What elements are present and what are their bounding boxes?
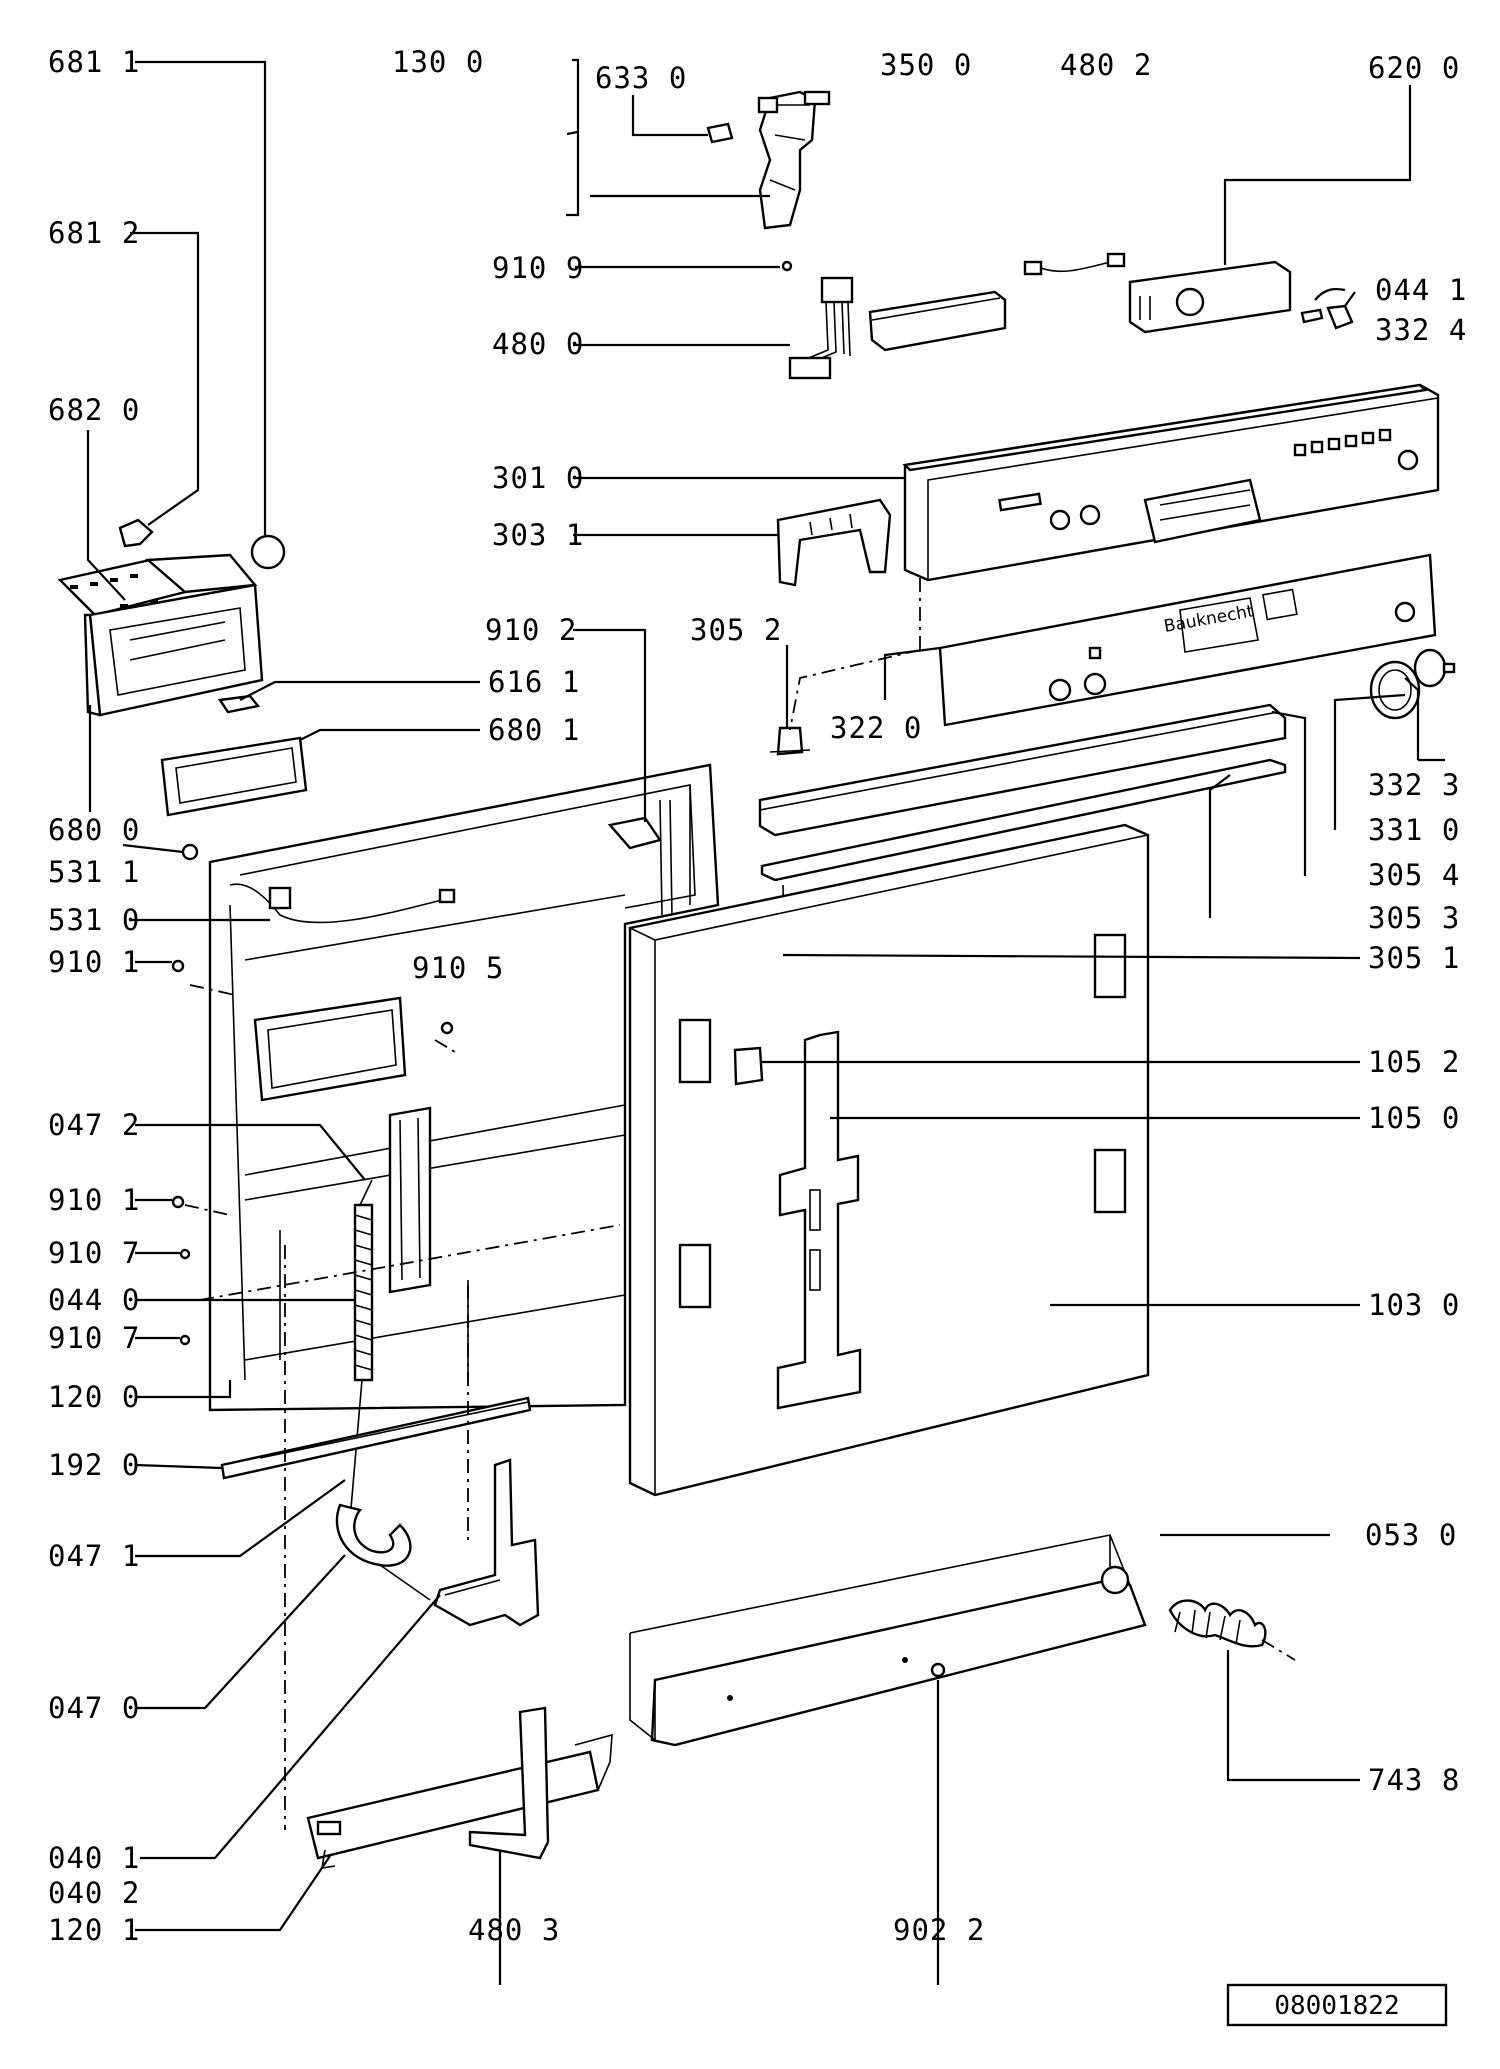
rail-305-4 xyxy=(758,703,1287,837)
callout-047-1: 047 1 xyxy=(48,1539,140,1573)
callout-910-2: 910 2 xyxy=(485,613,577,647)
callout-305-4: 305 4 xyxy=(1368,858,1460,892)
lock-plate-105-0 xyxy=(776,1030,862,1410)
part-681-1 xyxy=(250,534,286,570)
hinge-047-1 xyxy=(335,1503,431,1601)
control-panel-301-0 xyxy=(902,383,1440,582)
callout-120-0: 120 0 xyxy=(48,1380,140,1414)
callout-680-0: 680 0 xyxy=(48,813,140,847)
callout-633-0: 633 0 xyxy=(595,61,687,95)
bracket-910-2 xyxy=(607,816,662,850)
callout-480-0: 480 0 xyxy=(492,327,584,361)
callout-130-0: 130 0 xyxy=(392,45,484,79)
callout-120-1: 120 1 xyxy=(48,1913,140,1947)
programmer-module-620-0 xyxy=(1128,260,1292,334)
callout-044-1: 044 1 xyxy=(1375,273,1467,307)
knob-332-3 xyxy=(1413,648,1456,688)
callout-531-1: 531 1 xyxy=(48,855,140,889)
callout-910-7: 910 7 xyxy=(48,1321,140,1355)
callout-301-0: 301 0 xyxy=(492,461,584,495)
callout-682-0: 682 0 xyxy=(48,393,140,427)
screw-910-1a xyxy=(171,959,185,973)
callout-616-1: 616 1 xyxy=(488,665,580,699)
leader-lines xyxy=(86,58,1445,1985)
bottom-bracket-053-0 xyxy=(629,1534,1147,1747)
reference-number: 08001822 xyxy=(1274,1991,1399,2021)
part-681-2 xyxy=(118,518,154,548)
callout-047-0: 047 0 xyxy=(48,1691,140,1725)
foot-480-3 xyxy=(468,1706,550,1860)
callout-322-0: 322 0 xyxy=(830,711,922,745)
callout-620-0: 620 0 xyxy=(1368,51,1460,85)
detergent-dispenser-680-0 xyxy=(57,553,264,717)
callout-480-3: 480 3 xyxy=(468,1913,560,1947)
callout-681-2: 681 2 xyxy=(48,216,140,250)
callout-910-5: 910 5 xyxy=(412,951,504,985)
strip-192-0 xyxy=(220,1396,532,1480)
callout-305-3: 305 3 xyxy=(1368,901,1460,935)
wiring-harness-480-0 xyxy=(788,276,854,380)
callout-040-2: 040 2 xyxy=(48,1876,140,1910)
window-frame xyxy=(253,996,407,1102)
callout-910-1: 910 1 xyxy=(48,945,140,979)
screw-910-9 xyxy=(781,260,793,272)
callout-105-0: 105 0 xyxy=(1368,1101,1460,1135)
callout-681-1: 681 1 xyxy=(48,45,140,79)
screw-910-7a xyxy=(179,1248,191,1260)
nut-902-2 xyxy=(930,1662,946,1678)
callout-480-2: 480 2 xyxy=(1060,48,1152,82)
callout-044-0: 044 0 xyxy=(48,1283,140,1317)
callout-053-0: 053 0 xyxy=(1365,1518,1457,1552)
bracket-303-1 xyxy=(776,498,892,587)
callout-350-0: 350 0 xyxy=(880,48,972,82)
callout-531-0: 531 0 xyxy=(48,903,140,937)
switch-531-0 xyxy=(268,886,292,910)
callout-105-2: 105 2 xyxy=(1368,1045,1460,1079)
callout-192-0: 192 0 xyxy=(48,1448,140,1482)
nut-531-1 xyxy=(181,843,199,861)
callout-305-2: 305 2 xyxy=(690,613,782,647)
catch-105-2 xyxy=(733,1046,764,1086)
gasket-680-1 xyxy=(160,736,308,817)
callout-103-0: 103 0 xyxy=(1368,1288,1460,1322)
callout-902-2: 902 2 xyxy=(893,1913,985,1947)
callout-332-3: 332 3 xyxy=(1368,768,1460,802)
part-616-1 xyxy=(217,694,261,714)
spring-044-0 xyxy=(349,1179,374,1521)
callout-331-0: 331 0 xyxy=(1368,813,1460,847)
hinge-plate-040-1 xyxy=(433,1458,540,1627)
screw-910-1b xyxy=(171,1195,185,1209)
callout-910-9: 910 9 xyxy=(492,251,584,285)
screw-910-5 xyxy=(440,1021,454,1035)
callout-305-1: 305 1 xyxy=(1368,941,1460,975)
callout-labels: 681 1 130 0 633 0 350 0 480 2 620 0 681 … xyxy=(48,45,1467,1947)
clip-305-2 xyxy=(769,726,811,756)
wire-531-0 xyxy=(229,883,451,924)
rail-305-3 xyxy=(760,758,1287,882)
screw-910-7b xyxy=(179,1334,191,1346)
callout-040-1: 040 1 xyxy=(48,1841,140,1875)
knob-331-0 xyxy=(1369,660,1421,720)
reference-number-box: 08001822 xyxy=(1226,1983,1448,2027)
cable-480-2 xyxy=(1023,252,1126,276)
electronic-module-350-0 xyxy=(868,290,1007,352)
spring-044-1 xyxy=(1300,308,1324,324)
callout-910-7: 910 7 xyxy=(48,1236,140,1270)
door-lock-assembly xyxy=(706,90,831,230)
callout-332-4: 332 4 xyxy=(1375,313,1467,347)
outer-door-103-0 xyxy=(628,823,1150,1497)
inner-door-120-0 xyxy=(208,763,720,1412)
callout-047-2: 047 2 xyxy=(48,1108,140,1142)
bottom-plate-120-1 xyxy=(306,1733,613,1869)
callout-303-1: 303 1 xyxy=(492,518,584,552)
callout-743-8: 743 8 xyxy=(1368,1763,1460,1797)
callout-680-1: 680 1 xyxy=(488,713,580,747)
front-fascia-322-0: Bauknecht xyxy=(938,553,1437,727)
knob-332-4 xyxy=(1326,304,1354,330)
spring-743-8 xyxy=(1168,1599,1267,1648)
callout-910-1: 910 1 xyxy=(48,1183,140,1217)
